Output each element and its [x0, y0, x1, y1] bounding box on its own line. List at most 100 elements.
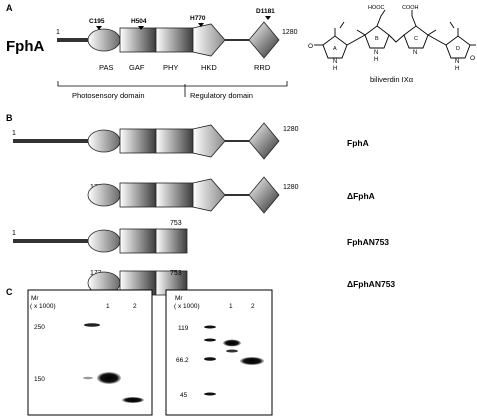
construct-end: 1280 [283, 184, 299, 191]
chem-n-b: N [374, 50, 378, 56]
marker-d1181-icon [265, 16, 271, 20]
chem-h-a: H [333, 66, 337, 72]
hkd-domain [192, 124, 226, 158]
rrd-domain [248, 176, 280, 214]
gel-right-frame [165, 289, 273, 416]
marker-band [204, 392, 216, 396]
marker-label: 45 [180, 392, 188, 399]
chem-n-a: N [333, 59, 337, 65]
chem-h-d: H [455, 66, 459, 72]
pas-domain [87, 183, 121, 207]
pas-domain [87, 229, 121, 253]
label-hkd: HKD [201, 63, 217, 72]
protein-band [226, 349, 238, 353]
marker-band [204, 357, 216, 361]
biliverdin-name: biliverdin IXα [370, 75, 414, 84]
protein-label-fpha: FphA [6, 38, 44, 55]
label-pas: PAS [99, 63, 113, 72]
protein-band [122, 397, 144, 403]
rrd-domain [248, 122, 280, 160]
phy-domain [155, 128, 194, 154]
label-gaf: GAF [129, 63, 145, 72]
mr-unit: ( x 1000) [30, 303, 56, 310]
chem-n-d: N [455, 59, 459, 65]
construct-start: 1 [12, 130, 16, 137]
chem-ring-c: C [414, 36, 418, 42]
n-terminal-linker [13, 239, 90, 243]
domain-brackets [57, 81, 288, 97]
construct-end: 753 [170, 270, 182, 277]
biliverdin-labels: HOOC COOH A B C D O O N H N H N N H [308, 5, 475, 72]
protein-band [240, 357, 264, 365]
biliverdin-structure [314, 9, 476, 59]
gaf-domain [119, 128, 157, 154]
c-terminal-linker [225, 194, 249, 196]
fpha-domain-diagram: 1 1280 C195 H504 H770 D1181 PAS GAF PHY … [56, 8, 298, 100]
marker-label: 119 [178, 325, 189, 332]
chem-ring-d: D [456, 46, 460, 52]
marker-label: 150 [34, 376, 45, 383]
protein-band [223, 339, 241, 347]
construct-end: 1280 [283, 126, 299, 133]
chem-o-right: O [470, 55, 475, 62]
marker-band [204, 325, 216, 329]
construct-name: ΔFphAN753 [347, 279, 395, 289]
construct-row-delta-fpha: 173 1280 ΔFphA [87, 176, 375, 214]
panel-b-letter: B [6, 113, 13, 123]
construct-name: ΔFphA [347, 191, 375, 201]
gel-left-frame [27, 289, 153, 416]
hkd-domain [192, 178, 226, 212]
phy-domain [155, 228, 188, 254]
photosensory-domain-label: Photosensory domain [72, 91, 145, 100]
mr-unit: ( x 1000) [174, 303, 200, 310]
construct-row-fpha: 1 1280 FphA [12, 122, 369, 160]
construct-name: FphAN753 [347, 237, 389, 247]
gaf-domain [119, 27, 157, 53]
end-residue: 1280 [282, 29, 298, 36]
chem-cooh: COOH [402, 5, 419, 11]
gaf-domain [119, 228, 157, 254]
chem-ring-b: B [375, 36, 379, 42]
gel-right: Mr ( x 1000) 1 2 119 66.2 45 [165, 289, 273, 416]
label-phy: PHY [163, 63, 178, 72]
construct-start: 1 [12, 230, 16, 237]
construct-row-fphan753: 1 753 FphAN753 [12, 220, 389, 254]
residue-h504: H504 [131, 18, 147, 25]
lane-label: 2 [133, 303, 137, 310]
marker-c195-icon [96, 26, 102, 30]
residue-d1181: D1181 [256, 8, 275, 15]
chem-n-c: N [413, 50, 417, 56]
chem-h-b: H [374, 57, 378, 63]
lane-label: 1 [106, 303, 110, 310]
n-terminal-linker [13, 139, 90, 143]
c-terminal-linker [225, 140, 249, 142]
marker-label: 66.2 [176, 357, 189, 364]
construct-name: FphA [347, 138, 369, 148]
start-residue: 1 [56, 29, 60, 36]
marker-h770-icon [198, 23, 204, 27]
lane-label: 2 [251, 303, 255, 310]
label-rrd: RRD [254, 63, 271, 72]
protein-band [97, 372, 121, 384]
pas-domain [87, 129, 121, 153]
marker-label: 250 [34, 324, 45, 331]
chem-ring-a: A [333, 46, 337, 52]
rrd-domain [248, 21, 280, 59]
marker-band [83, 376, 93, 380]
chem-hooc: HOOC [368, 5, 385, 11]
chem-o-left: O [308, 43, 313, 50]
marker-band [84, 323, 100, 327]
phy-domain [155, 182, 194, 208]
construct-end: 753 [170, 220, 182, 227]
c-terminal-linker [225, 39, 249, 41]
residue-h770: H770 [190, 15, 206, 22]
pas-domain [87, 28, 121, 52]
lane-label: 1 [229, 303, 233, 310]
residue-c195: C195 [89, 18, 105, 25]
marker-band [204, 338, 216, 342]
mr-label: Mr [31, 295, 39, 302]
gel-left: Mr ( x 1000) 1 2 250 150 [27, 289, 153, 416]
panel-c-letter: C [6, 287, 13, 297]
hkd-domain [192, 23, 226, 57]
